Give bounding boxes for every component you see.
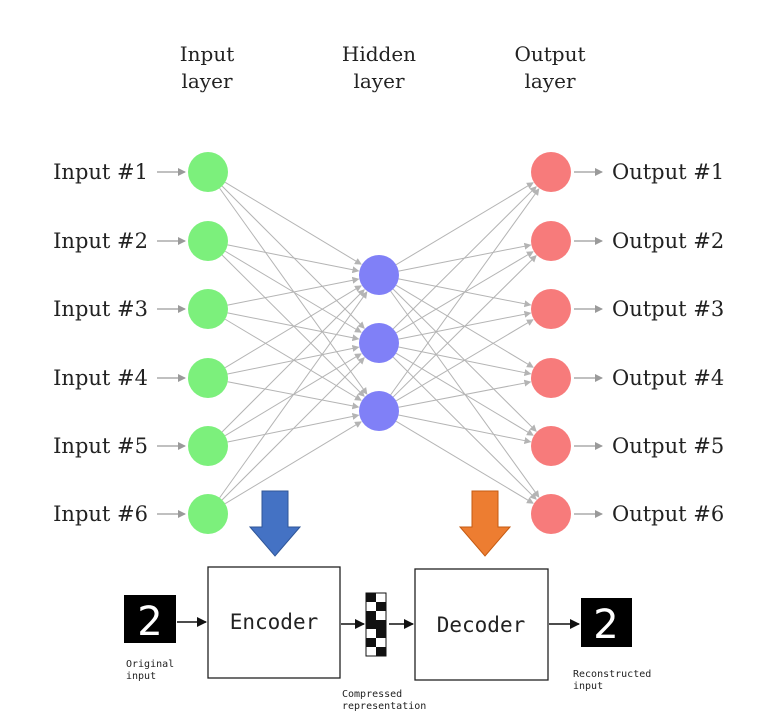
edge-hidden-3-to-output-5 [398,414,532,445]
edge-input-3-to-hidden-1 [227,276,360,306]
encoder-down-arrow [248,490,302,557]
input-label-6: Input #6 [53,502,148,526]
output-label-4: Output #4 [612,366,724,390]
edge-input-2-to-hidden-1 [227,244,360,274]
edge-input-3-to-hidden-3 [224,318,362,401]
code-cell [366,620,376,629]
input-node-4 [188,358,228,398]
hidden-node-2 [359,323,399,363]
edge-input-1-to-hidden-3 [219,187,368,395]
hidden-layer-title-line1: Hidden [342,42,416,66]
edge-input-6-to-hidden-2 [221,357,365,501]
output-node-5 [531,426,571,466]
output-node-1 [531,152,571,192]
edge-input-6-to-hidden-3 [224,421,362,505]
code-cell [376,629,386,638]
edge-hidden-3-to-output-6 [395,420,534,504]
output-layer-title-line1: Output [514,42,585,66]
edge-hidden-2-to-output-1 [392,186,537,330]
compressed-code-strip [365,592,387,657]
output-label-2: Output #2 [612,229,724,253]
output-node-6 [531,494,571,534]
output-node-2 [531,221,571,261]
hidden-layer-title-line2: layer [353,69,404,93]
compressed-caption-line1: Compressed [342,689,402,700]
reconstructed-caption-line1: Reconstructed [573,669,651,680]
input-node-5 [188,426,228,466]
input-node-3 [188,289,228,329]
io-labels: Input #1 Input #2 Input #3 Input #4 Input #5… [53,160,724,526]
code-cell [376,647,386,656]
output-node-3 [531,289,571,329]
input-node-6 [188,494,228,534]
output-node-4 [531,358,571,398]
hidden-node-1 [359,255,399,295]
edge-hidden-3-to-output-3 [395,319,534,402]
edge-hidden-1-to-output-1 [395,182,534,266]
reconstructed-digit-glyph: 2 [593,602,618,648]
input-layer-title-line2: layer [181,69,232,93]
edge-hidden-3-to-output-4 [398,379,532,408]
output-label-3: Output #3 [612,297,724,321]
decoder-label: Decoder [437,613,526,637]
input-label-2: Input #2 [53,229,148,253]
reconstructed-caption-line2: input [573,681,603,692]
edge-input-3-to-hidden-2 [227,312,360,342]
output-layer-title-line2: layer [524,69,575,93]
encoder-box [207,566,341,679]
edge-input-1-to-hidden-2 [221,185,365,329]
edge-hidden-3-to-output-2 [392,255,537,398]
input-layer-title: Input layer [180,42,235,93]
input-node-1 [188,152,228,192]
original-caption-line1: Original [126,659,174,670]
reconstructed-digit-image: 2 [581,598,632,648]
output-label-1: Output #1 [612,160,724,184]
edge-input-1-to-hidden-1 [224,181,362,265]
hidden-node-3 [359,391,399,431]
original-digit-glyph: 2 [137,599,162,645]
compressed-caption-line2: representation [342,701,426,712]
input-label-4: Input #4 [53,366,148,390]
code-cell [376,620,386,629]
edge-input-5-to-hidden-1 [221,289,365,433]
input-label-5: Input #5 [53,434,148,458]
output-label-5: Output #5 [612,434,724,458]
original-digit-image: 2 [124,595,176,645]
code-cell [366,638,376,647]
encoder-label: Encoder [230,610,319,634]
code-cell [366,611,376,620]
code-cell [376,602,386,611]
input-layer-title-line1: Input [180,42,235,66]
edge-input-4-to-hidden-1 [224,285,362,369]
edge-hidden-3-to-output-1 [390,188,540,396]
edge-input-6-to-hidden-1 [219,291,368,499]
output-label-6: Output #6 [612,502,724,526]
code-cell [366,593,376,602]
network-connections [219,181,540,505]
input-label-3: Input #3 [53,297,148,321]
hidden-layer-title: Hidden layer [342,42,416,93]
input-node-2 [188,221,228,261]
output-layer-title: Output layer [514,42,585,93]
decoder-down-arrow [458,490,512,557]
original-caption-line2: input [126,671,156,682]
input-label-1: Input #1 [53,160,148,184]
decoder-box [414,568,549,681]
network-nodes [188,152,571,534]
